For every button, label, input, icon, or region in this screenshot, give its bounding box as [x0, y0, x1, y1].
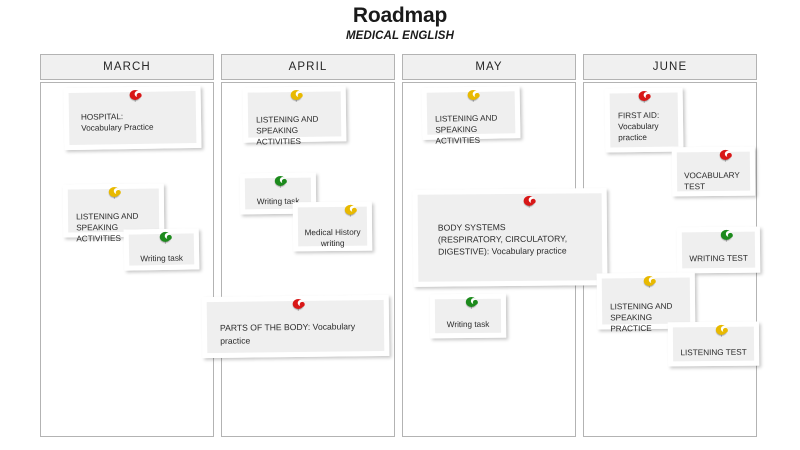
- card-surface: LISTENING AND SPEAKING ACTIVITIES: [247, 89, 342, 147]
- card-text: WRITING TEST: [689, 253, 748, 264]
- card-text: Writing task: [140, 253, 184, 264]
- card-march-hospital[interactable]: HOSPITAL: Vocabulary Practice: [63, 85, 202, 151]
- page-title: Roadmap: [352, 4, 448, 27]
- card-surface: VOCABULARY TEST: [676, 149, 751, 192]
- card-text: HOSPITAL: Vocabulary Practice: [80, 112, 154, 133]
- column-header-may: MAY: [402, 54, 576, 80]
- column-header-april: APRIL: [221, 54, 395, 80]
- card-surface: PARTS OF THE BODY: Vocabulary practice: [206, 298, 385, 354]
- card-text: LISTENING TEST: [680, 347, 747, 358]
- card-surface: FIRST AID: Vocabulary practice: [609, 90, 679, 148]
- title-block: Roadmap MEDICAL ENGLISH: [0, 4, 800, 44]
- card-surface: BODY SYSTEMS (RESPIRATORY, CIRCULATORY, …: [417, 193, 603, 282]
- card-june-writing-test[interactable]: WRITING TEST: [676, 226, 761, 274]
- card-surface: Writing task: [434, 296, 502, 334]
- cards-layer: HOSPITAL: Vocabulary Practice LISTENING …: [40, 54, 761, 437]
- roadmap-board: MARCH APRIL MAY JUNE HOSPITAL: Vocabular…: [40, 54, 761, 437]
- card-surface: Writing task: [128, 231, 195, 266]
- card-text: LISTENING AND SPEAKING ACTIVITIES: [256, 114, 319, 147]
- card-text: FIRST AID: Vocabulary practice: [617, 110, 660, 143]
- card-text: LISTENING AND SPEAKING ACTIVITIES: [435, 113, 498, 146]
- card-surface: LISTENING AND SPEAKING ACTIVITIES: [67, 186, 160, 243]
- card-text: PARTS OF THE BODY: Vocabulary practice: [219, 321, 356, 346]
- card-april-parts-of-body[interactable]: PARTS OF THE BODY: Vocabulary practice: [201, 294, 390, 359]
- card-march-writing-task[interactable]: Writing task: [123, 228, 200, 271]
- card-surface: Medical History writing: [297, 204, 368, 249]
- card-surface: LISTENING AND SPEAKING ACTIVITIES: [426, 89, 516, 146]
- card-text: BODY SYSTEMS (RESPIRATORY, CIRCULATORY, …: [437, 222, 568, 257]
- card-april-medical-history[interactable]: Medical History writing: [292, 201, 373, 252]
- card-may-writing-task[interactable]: Writing task: [429, 293, 507, 339]
- card-june-vocabulary-test[interactable]: VOCABULARY TEST: [671, 146, 756, 197]
- column-header-march: MARCH: [40, 54, 214, 80]
- card-april-listening-speaking[interactable]: LISTENING AND SPEAKING ACTIVITIES: [242, 86, 347, 147]
- page-subtitle: MEDICAL ENGLISH: [346, 30, 454, 42]
- card-text: Medical History writing: [304, 227, 361, 249]
- card-june-listening-test[interactable]: LISTENING TEST: [667, 321, 760, 367]
- column-header-june: JUNE: [583, 54, 757, 80]
- card-may-body-systems[interactable]: BODY SYSTEMS (RESPIRATORY, CIRCULATORY, …: [412, 188, 608, 287]
- card-text: Writing task: [446, 319, 490, 330]
- card-surface: LISTENING AND SPEAKING PRACTICE: [601, 275, 691, 333]
- card-june-listening-speaking-practice[interactable]: LISTENING AND SPEAKING PRACTICE: [596, 272, 696, 333]
- card-surface: WRITING TEST: [681, 229, 756, 269]
- card-surface: LISTENING TEST: [672, 324, 755, 362]
- card-june-first-aid[interactable]: FIRST AID: Vocabulary practice: [604, 87, 684, 153]
- card-may-listening-speaking[interactable]: LISTENING AND SPEAKING ACTIVITIES: [421, 86, 521, 146]
- card-surface: HOSPITAL: Vocabulary Practice: [68, 89, 197, 145]
- card-text: VOCABULARY TEST: [683, 170, 740, 192]
